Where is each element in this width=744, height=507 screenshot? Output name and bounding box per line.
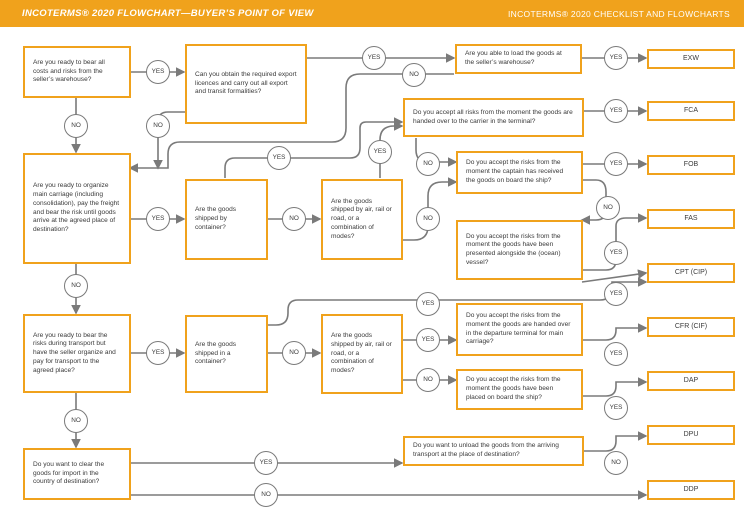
yes-node: YES: [604, 46, 628, 70]
outcome-fas: FAS: [647, 209, 735, 229]
outcome-fob: FOB: [647, 155, 735, 175]
yes-node: YES: [604, 241, 628, 265]
question-seller-warehouse-risk: Are you ready to bear all costs and risk…: [23, 46, 131, 98]
yes-node: YES: [604, 152, 628, 176]
yes-node: YES: [604, 99, 628, 123]
outcome-exw: EXW: [647, 49, 735, 69]
yes-node: YES: [604, 342, 628, 366]
yes-node: YES: [604, 282, 628, 306]
no-node: NO: [416, 152, 440, 176]
yes-node: YES: [416, 292, 440, 316]
question-air-rail-road-2: Are the goods shipped by air, rail or ro…: [321, 314, 403, 394]
yes-node: YES: [416, 328, 440, 352]
question-departure-terminal: Do you accept the risks from the moment …: [456, 303, 583, 356]
outcome-cfr-cif: CFR (CIF): [647, 317, 735, 337]
yes-node: YES: [146, 207, 170, 231]
question-shipped-by-container: Are the goods shipped by container?: [185, 179, 268, 260]
yes-node: YES: [368, 140, 392, 164]
question-air-rail-road: Are the goods shipped by air, rail or ro…: [321, 179, 403, 260]
question-alongside-vessel: Do you accept the risks from the moment …: [456, 220, 583, 280]
question-unload-at-destination: Do you want to unload the goods from the…: [403, 436, 584, 466]
no-node: NO: [64, 114, 88, 138]
outcome-fca: FCA: [647, 101, 735, 121]
question-placed-on-board: Do you accept the risks from the moment …: [456, 369, 583, 410]
no-node: NO: [64, 409, 88, 433]
header-bar: INCOTERMS® 2020 FLOWCHART—BUYER’S POINT …: [0, 0, 744, 27]
no-node: NO: [416, 207, 440, 231]
question-organize-main-carriage: Are you ready to organize main carriage …: [23, 153, 131, 264]
yes-node: YES: [267, 146, 291, 170]
question-carrier-terminal-risk: Do you accept all risks from the moment …: [403, 98, 584, 137]
outcome-dpu: DPU: [647, 425, 735, 445]
yes-node: YES: [146, 60, 170, 84]
question-bear-transport-risk: Are you ready to bear the risks during t…: [23, 314, 131, 393]
yes-node: YES: [362, 46, 386, 70]
yes-node: YES: [146, 341, 170, 365]
outcome-ddp: DDP: [647, 480, 735, 500]
question-captain-received: Do you accept the risks from the moment …: [456, 151, 583, 194]
no-node: NO: [402, 63, 426, 87]
no-node: NO: [282, 341, 306, 365]
flowchart-subtitle: INCOTERMS® 2020 CHECKLIST AND FLOWCHARTS: [508, 9, 730, 19]
yes-node: YES: [604, 396, 628, 420]
question-load-at-warehouse: Are you able to load the goods at the se…: [455, 44, 582, 74]
no-node: NO: [416, 368, 440, 392]
no-node: NO: [596, 196, 620, 220]
no-node: NO: [146, 114, 170, 138]
question-import-clearance: Do you want to clear the goods for impor…: [23, 448, 131, 500]
flowchart-title: INCOTERMS® 2020 FLOWCHART—BUYER’S POINT …: [22, 8, 314, 19]
no-node: NO: [254, 483, 278, 507]
question-export-licences: Can you obtain the required export licen…: [185, 44, 307, 124]
no-node: NO: [604, 451, 628, 475]
no-node: NO: [64, 274, 88, 298]
yes-node: YES: [254, 451, 278, 475]
outcome-cpt-cip: CPT (CIP): [647, 263, 735, 283]
no-node: NO: [282, 207, 306, 231]
question-shipped-in-container: Are the goods shipped in a container?: [185, 315, 268, 393]
outcome-dap: DAP: [647, 371, 735, 391]
